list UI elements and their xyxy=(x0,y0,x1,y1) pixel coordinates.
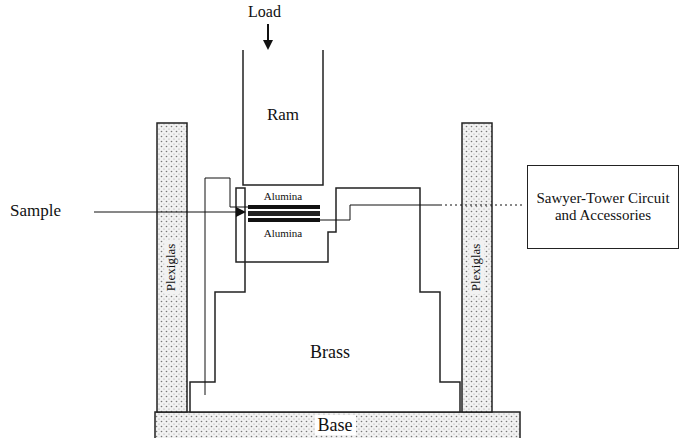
base-block xyxy=(155,412,520,438)
node-text: Sawyer-Tower Circuit and Accessories xyxy=(534,190,672,225)
plexiglas-wall xyxy=(157,123,187,412)
sample-disc xyxy=(248,211,320,216)
sample-electrode xyxy=(248,218,320,222)
dotted-lead xyxy=(440,205,525,206)
circuit-box: Sawyer-Tower Circuit and Accessories xyxy=(527,165,679,249)
node-text: Alumina xyxy=(264,190,303,203)
ram-outline xyxy=(243,50,323,185)
load-label: Load xyxy=(248,3,281,21)
sample-label: Sample xyxy=(10,201,61,221)
node-text: Plexiglas xyxy=(470,241,485,295)
node-text: Plexiglas xyxy=(165,241,180,295)
sample-leader xyxy=(94,212,244,213)
node-text: Brass xyxy=(310,342,350,363)
plexiglas-wall: Plexiglas xyxy=(157,123,187,412)
sample-electrode xyxy=(248,205,320,209)
brass-holder: Brass xyxy=(280,335,380,369)
base-block: Base xyxy=(300,413,370,438)
node-text: Base xyxy=(315,415,356,436)
lead-wire xyxy=(320,205,440,220)
node-text: Alumina xyxy=(264,227,303,240)
alumina-block: Alumina xyxy=(246,224,320,242)
node-text: Ram xyxy=(267,105,299,125)
plexiglas-wall xyxy=(462,123,492,412)
load-arrow xyxy=(267,24,269,48)
alumina-block: Alumina xyxy=(246,188,320,205)
lead-wire xyxy=(205,178,248,395)
plexiglas-wall: Plexiglas xyxy=(462,123,492,412)
brass-holder xyxy=(190,188,460,412)
ram-box: Ram xyxy=(246,95,320,135)
